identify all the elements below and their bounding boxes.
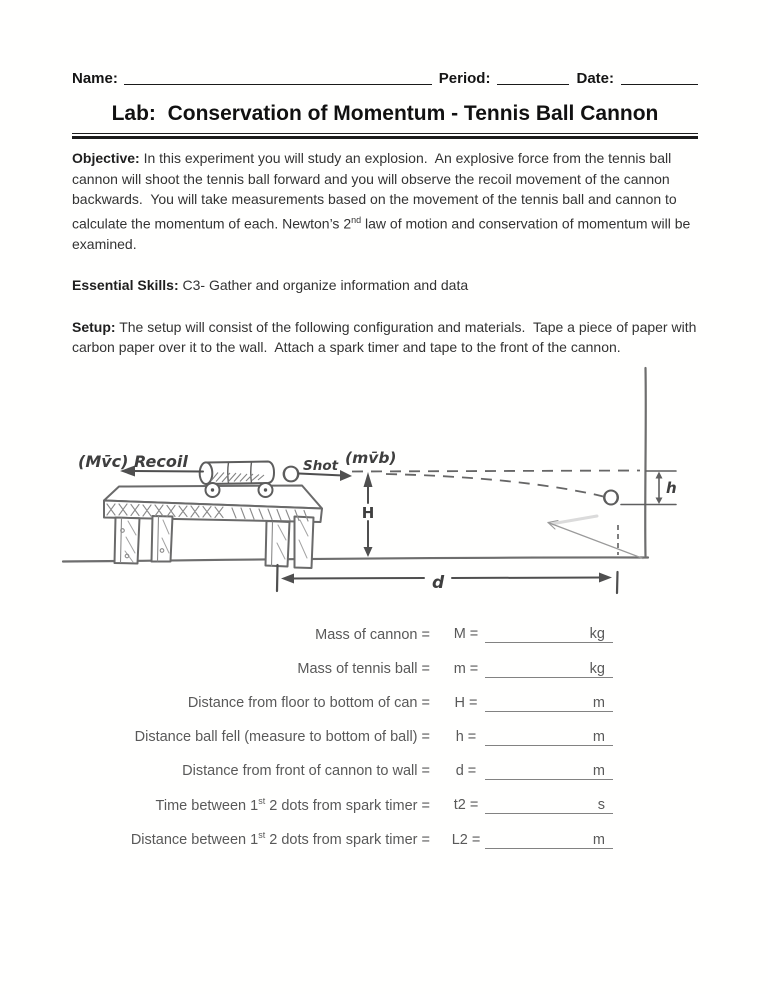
name-period-date-row: Name: Period: Date: [72,70,698,87]
unit-label: m [592,729,605,746]
symbol-t2: t2 = [453,797,479,814]
shot-label: Shot [303,458,339,474]
trajectory-dashed-line [385,472,604,498]
answer-blank-d[interactable]: m [485,763,613,781]
name-label: Name: [72,70,118,87]
objective-text-2: law of motion and conservation of moment… [72,215,691,252]
objective-paragraph: Objective: In this experiment you will s… [72,148,700,254]
setup-diagram: (Mv̄c) Recoil Shot (mv̄b) H h d [61,366,677,594]
drop-h-dimension [620,469,677,505]
title-divider [72,133,698,139]
objective-text: In this experiment you will study an exp… [72,150,677,232]
unit-label: m [592,763,605,780]
answer-blank-h[interactable]: m [485,729,613,747]
answer-blank-L2[interactable]: m [485,832,613,849]
bounce-line [547,514,644,559]
height-H-dimension [363,471,373,557]
answer-blank-M[interactable]: kg [485,626,613,644]
h-dimension-label: h [666,479,677,497]
essential-skills-label: Essential Skills: [72,277,179,294]
recoil-label: (Mv̄c) Recoil [78,452,188,471]
tennis-ball-muzzle [282,465,300,483]
form-row-distance-d: Distance from front of cannon to wall = … [72,750,698,784]
shot-arrow [298,469,352,481]
symbol-m: m = [453,660,479,677]
d-dimension-label: d [432,573,445,593]
symbol-d: d = [455,763,477,780]
tennis-ball-impact [603,489,619,506]
cannon-sketch [198,460,275,498]
symbol-M: M = [453,626,479,643]
setup-label: Setup: [72,318,116,335]
symbol-L2: L2 = [451,831,481,848]
date-label: Date: [576,70,614,87]
H-dimension-label: H [362,504,375,522]
date-blank[interactable] [621,71,698,85]
shot-momentum-label: (mv̄b) [345,449,397,467]
form-row-drop-h: Distance ball fell (measure to bottom of… [72,716,698,750]
essential-skills-line: Essential Skills: C3- Gather and organiz… [72,275,700,296]
unit-label: m [592,831,605,848]
objective-sup: nd [351,214,362,225]
page-title: Lab: Conservation of Momentum - Tennis B… [111,102,659,125]
answer-blank-t2[interactable]: s [485,797,613,815]
cannon-shading [210,471,265,483]
period-label: Period: [438,70,491,87]
symbol-h: h = [455,729,477,746]
measurements-form: Mass of cannon = M = kg Mass of tennis b… [72,614,698,853]
distance-d-dimension [275,524,619,594]
symbol-H: H = [454,694,478,711]
period-blank[interactable] [497,71,570,85]
unit-label: kg [589,626,605,643]
setup-text: The setup will consist of the following … [72,318,697,356]
unit-label: m [592,694,605,711]
launch-height-dashed-line [351,469,641,473]
form-row-height-H: Distance from floor to bottom of can = H… [72,682,698,716]
form-row-distance-L2: Distance between 1st 2 dots from spark t… [72,819,698,853]
wall-line [644,366,647,557]
form-row-mass-cannon: Mass of cannon = M = kg [72,614,698,648]
answer-blank-m[interactable]: kg [485,661,613,678]
answer-blank-H[interactable]: m [485,695,613,712]
setup-paragraph: Setup: The setup will consist of the fol… [72,317,700,358]
name-blank[interactable] [123,71,432,85]
essential-skills-text: C3- Gather and organize information and … [178,277,469,294]
unit-label: s [597,797,605,814]
recoil-arrow [120,465,204,477]
table-texture [106,503,309,567]
unit-label: kg [589,660,605,677]
form-row-time-t2: Time between 1st 2 dots from spark timer… [72,785,698,819]
objective-label: Objective: [72,150,140,166]
form-row-mass-ball: Mass of tennis ball = m = kg [72,648,698,682]
